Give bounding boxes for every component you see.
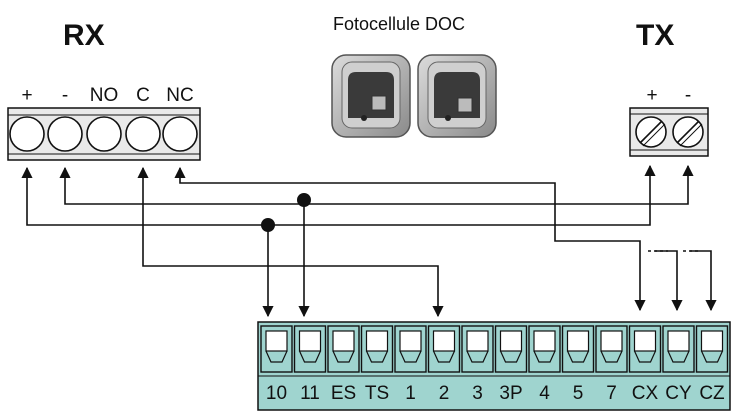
board-terminal-10 — [260, 325, 293, 373]
board-terminal-label: 3 — [472, 383, 483, 404]
board-terminal-11 — [293, 325, 327, 373]
wire-c-to-terminal-2 — [137, 166, 444, 318]
board-terminal-label: ES — [331, 383, 356, 404]
rx-terminal-minus: - — [62, 85, 68, 106]
rx-label: RX — [63, 19, 105, 52]
tx-terminal-minus: - — [685, 85, 691, 106]
board-terminal-label: CZ — [699, 383, 725, 404]
rx-terminal-labels: + - NO C NC — [21, 85, 193, 106]
wire-nc-to-cx — [174, 166, 646, 312]
board-terminal-cz — [695, 325, 729, 373]
rx-terminal-block — [7, 107, 201, 161]
board-terminal-label: 1 — [405, 383, 416, 404]
board-terminal-label: TS — [365, 383, 389, 404]
board-terminal-labels: 10 11 ES TS 1 2 3 3P 4 5 7 CX CY CZ — [266, 383, 725, 404]
board-terminal-2 — [427, 325, 461, 373]
board-terminal-es — [327, 325, 360, 373]
photocell-receiver-icon — [331, 54, 411, 138]
board-terminal-label: CX — [632, 383, 659, 404]
board-terminal-3 — [461, 325, 494, 373]
board-terminal-label: 7 — [606, 383, 617, 404]
board-terminal-7 — [595, 325, 628, 373]
board-terminal-cx — [628, 325, 662, 373]
board-terminal-ts — [360, 325, 394, 373]
board-terminal-label: 3P — [499, 383, 522, 404]
diagram-title: Fotocellule DOC — [333, 14, 465, 34]
board-terminal-label: 2 — [439, 383, 450, 404]
board-terminal-3p — [494, 325, 528, 373]
board-terminal-label: 10 — [266, 383, 287, 404]
tx-terminal-block — [629, 107, 709, 157]
board-terminal-4 — [528, 325, 561, 373]
wire-rx-plus-to-tx-plus — [21, 164, 656, 226]
board-terminal-slots — [260, 325, 729, 373]
wires — [21, 164, 717, 318]
rx-terminal-plus: + — [21, 85, 32, 106]
board-terminal-label: CY — [665, 383, 692, 404]
rx-terminal-no: NO — [90, 85, 119, 106]
control-board: 10 11 ES TS 1 2 3 3P 4 5 7 CX CY CZ — [257, 321, 731, 411]
wire-cy-option — [655, 250, 683, 312]
junction-dot-plus — [261, 218, 275, 232]
board-terminal-label: 5 — [573, 383, 584, 404]
board-terminal-label: 4 — [539, 383, 550, 404]
tx-label: TX — [636, 19, 674, 52]
photocell-transmitter-icon — [417, 54, 497, 138]
tx-terminal-plus: + — [646, 85, 657, 106]
board-terminal-cy — [662, 325, 695, 373]
junction-dot-minus — [297, 193, 311, 207]
board-terminal-5 — [561, 325, 595, 373]
wire-cz-option — [690, 250, 717, 312]
wire-rx-minus-to-tx-minus — [59, 164, 694, 205]
board-terminal-label: 11 — [300, 383, 320, 404]
rx-terminal-c: C — [136, 85, 150, 106]
board-terminal-1 — [394, 325, 427, 373]
rx-terminal-nc: NC — [166, 85, 193, 106]
